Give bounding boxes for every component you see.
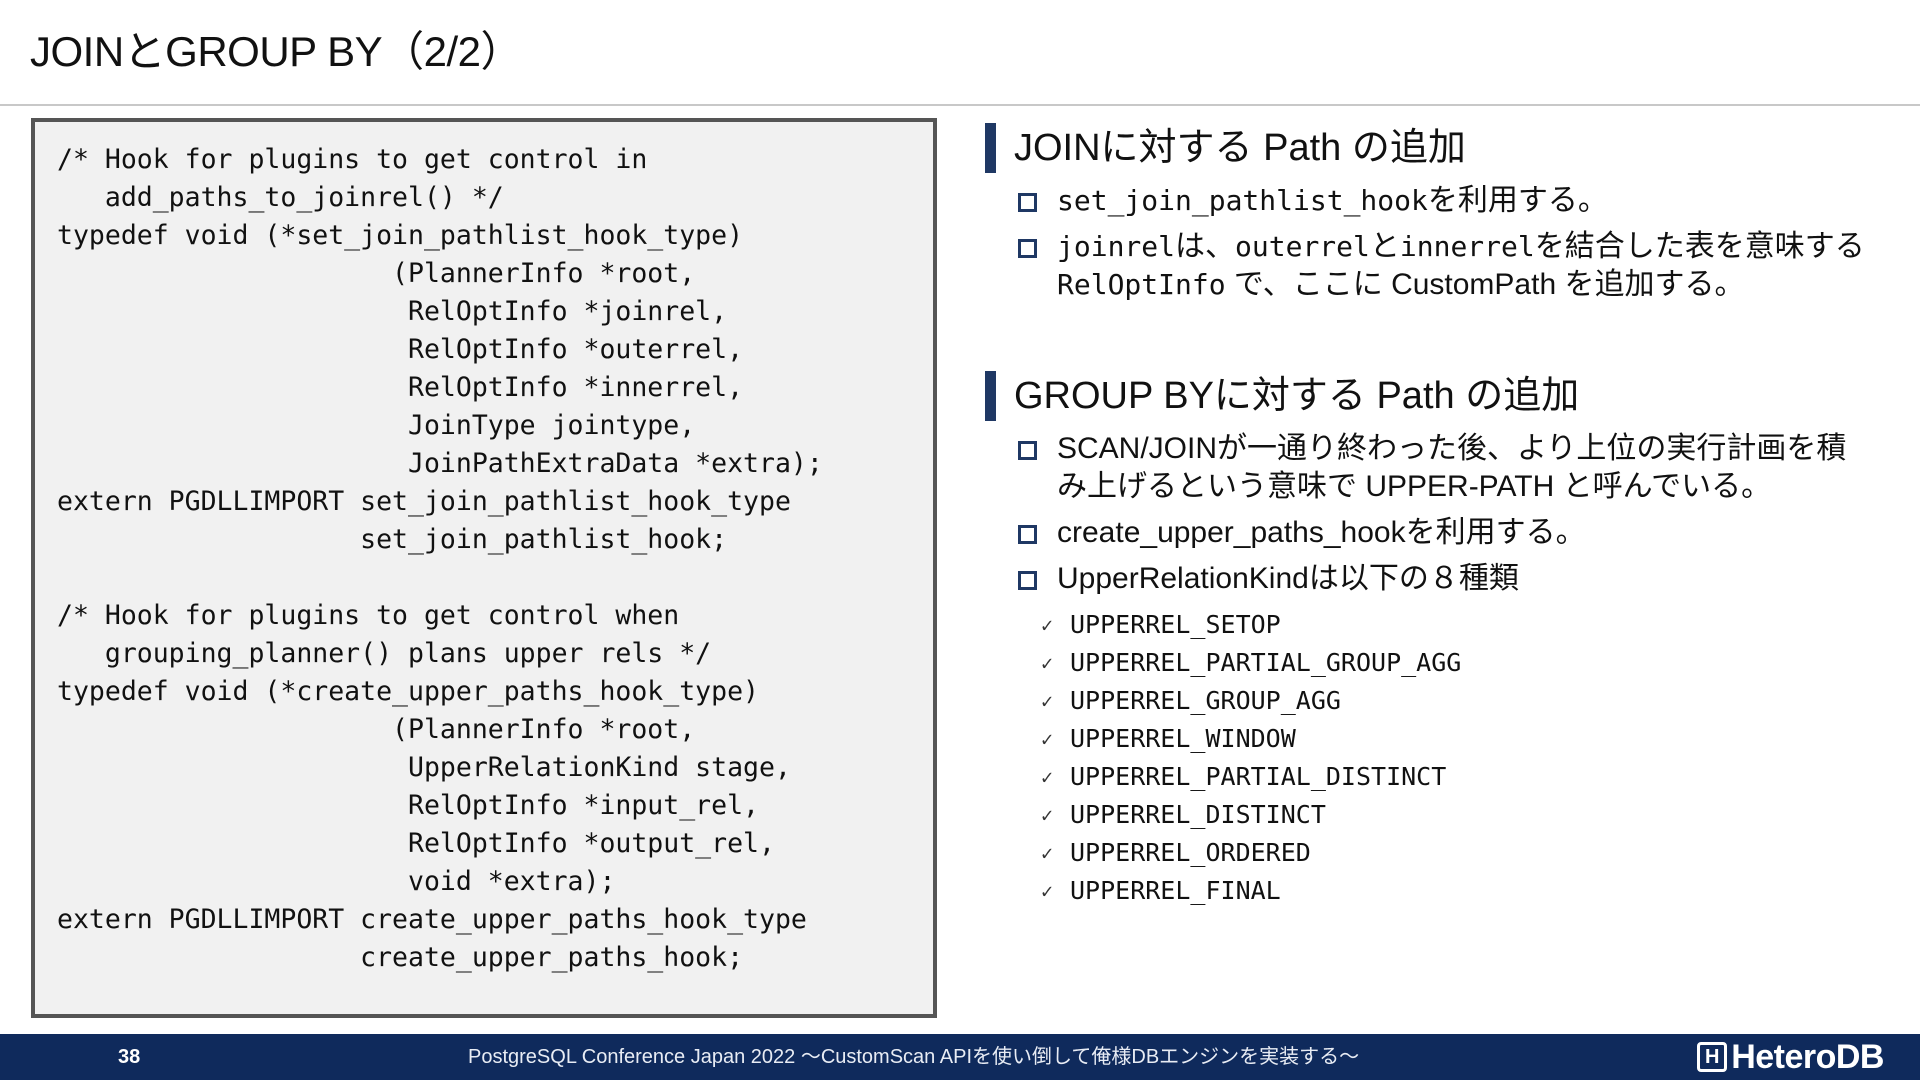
list-item: UpperRelationKindは以下の８種類 [985, 560, 1865, 598]
section-join: JOINに対する Path の追加 set_join_pathlist_hook… [985, 118, 1865, 304]
logo-mark-icon: H [1697, 1042, 1728, 1072]
section-join-header: JOINに対する Path の追加 [985, 118, 1865, 178]
list-item: ✓UPPERREL_DISTINCT [985, 796, 1865, 834]
list-item: create_upper_paths_hookを利用する。 [985, 514, 1865, 552]
code-panel: /* Hook for plugins to get control in ad… [31, 118, 937, 1018]
footer-text: PostgreSQL Conference Japan 2022 〜Custom… [468, 1046, 1360, 1068]
slide-title: JOINとGROUP BY（2/2） [30, 28, 523, 75]
square-bullet-icon [1018, 525, 1037, 544]
section-group-title: GROUP BYに対する Path の追加 [1014, 375, 1580, 417]
heterodb-logo: H HeteroDB [1697, 1039, 1884, 1075]
square-bullet-icon [1018, 193, 1037, 212]
check-icon: ✓ [1041, 727, 1054, 751]
section-group-header: GROUP BYに対する Path の追加 [985, 366, 1865, 426]
square-bullet-icon [1018, 571, 1037, 590]
code-block: /* Hook for plugins to get control in ad… [57, 144, 823, 973]
list-item: set_join_pathlist_hookを利用する。 [985, 182, 1865, 220]
check-icon: ✓ [1041, 689, 1054, 713]
list-item: joinrelは、outerrelとinnerrelを結合した表を意味する Re… [985, 228, 1865, 304]
check-icon: ✓ [1041, 765, 1054, 789]
square-bullet-icon [1018, 239, 1037, 258]
section-join-title: JOINに対する Path の追加 [1014, 127, 1466, 169]
title-divider [0, 104, 1920, 106]
check-icon: ✓ [1041, 613, 1054, 637]
footer-bar: 38 PostgreSQL Conference Japan 2022 〜Cus… [0, 1034, 1920, 1080]
list-item: ✓UPPERREL_PARTIAL_DISTINCT [985, 758, 1865, 796]
list-item: ✓UPPERREL_ORDERED [985, 834, 1865, 872]
group-bullets: SCAN/JOINが一通り終わった後、より上位の実行計画を積み上げるという意味で… [985, 430, 1865, 598]
list-item: ✓UPPERREL_GROUP_AGG [985, 682, 1865, 720]
check-icon: ✓ [1041, 803, 1054, 827]
section-marker [985, 371, 996, 421]
list-item: SCAN/JOINが一通り終わった後、より上位の実行計画を積み上げるという意味で… [985, 430, 1865, 506]
logo-text: HeteroDB [1731, 1038, 1884, 1076]
right-column: JOINに対する Path の追加 set_join_pathlist_hook… [985, 118, 1865, 910]
list-item: ✓UPPERREL_FINAL [985, 872, 1865, 910]
list-item: ✓UPPERREL_WINDOW [985, 720, 1865, 758]
section-marker [985, 123, 996, 173]
list-item: ✓UPPERREL_PARTIAL_GROUP_AGG [985, 644, 1865, 682]
list-item: ✓UPPERREL_SETOP [985, 606, 1865, 644]
page-number: 38 [118, 1046, 141, 1068]
upper-relation-kind-list: ✓UPPERREL_SETOP ✓UPPERREL_PARTIAL_GROUP_… [985, 606, 1865, 910]
join-bullets: set_join_pathlist_hookを利用する。 joinrelは、ou… [985, 182, 1865, 304]
check-icon: ✓ [1041, 879, 1054, 903]
check-icon: ✓ [1041, 841, 1054, 865]
section-group: GROUP BYに対する Path の追加 SCAN/JOINが一通り終わった後… [985, 366, 1865, 910]
square-bullet-icon [1018, 441, 1037, 460]
check-icon: ✓ [1041, 651, 1054, 675]
